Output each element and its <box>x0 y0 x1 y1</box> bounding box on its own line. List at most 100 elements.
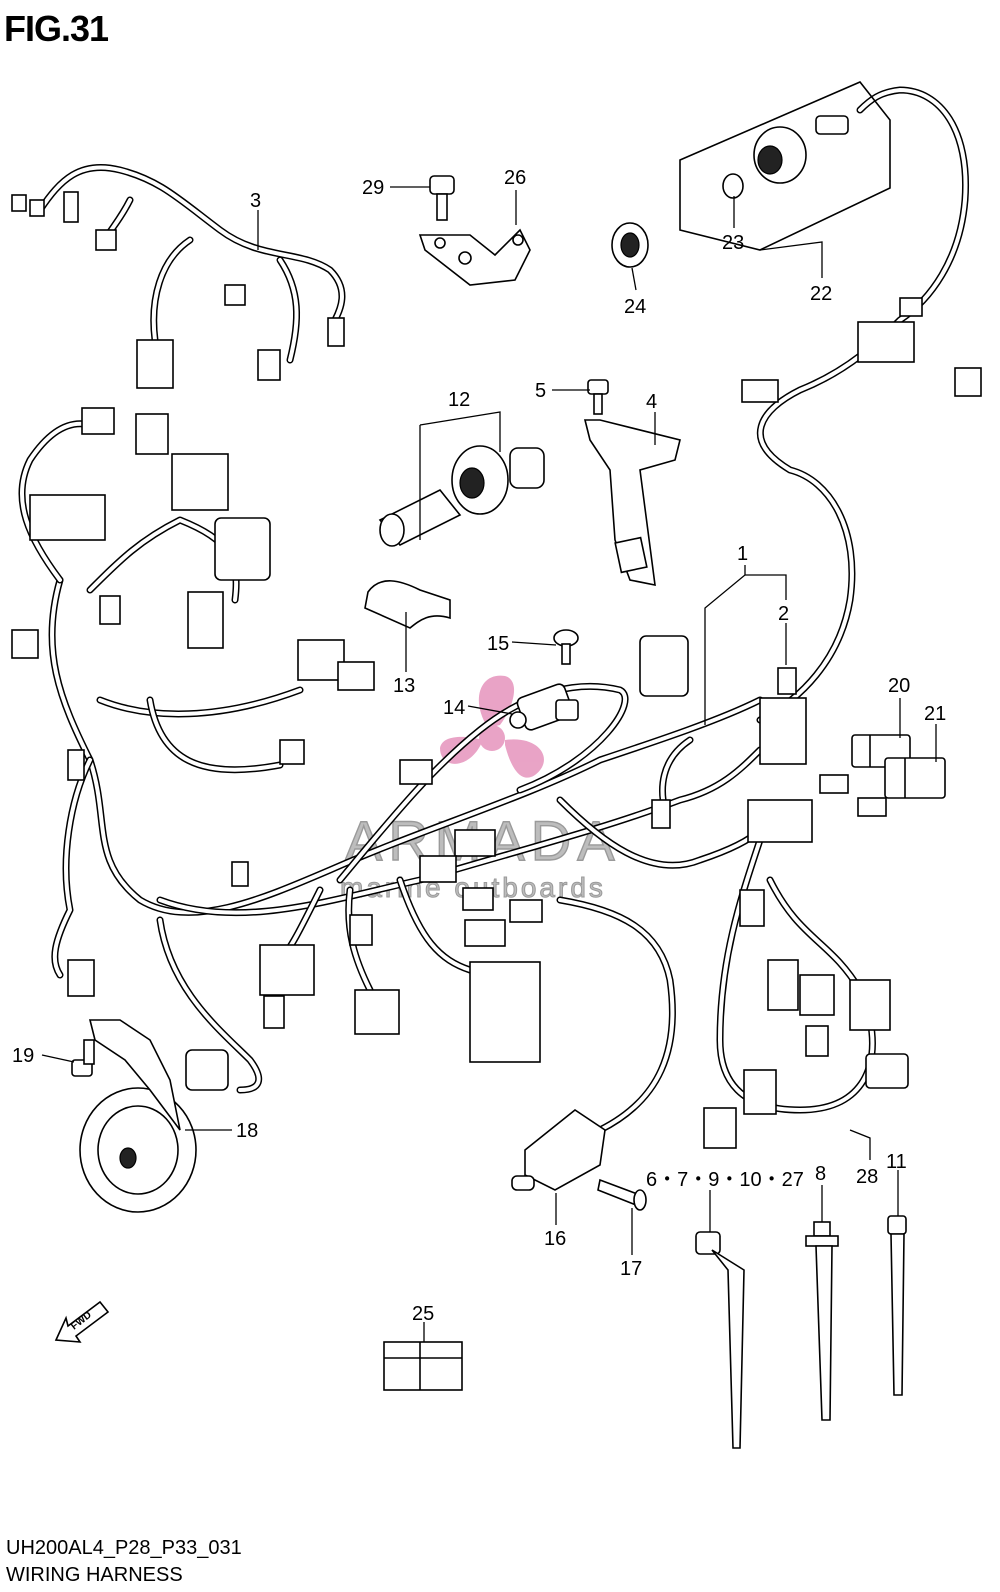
connector <box>99 595 121 625</box>
screw-17 <box>597 1178 647 1211</box>
leader-lines <box>41 186 937 1342</box>
sub-harness-3 <box>36 163 346 364</box>
bracket-26 <box>418 228 531 286</box>
callout-19: 19 <box>12 1045 34 1067</box>
connector <box>135 413 169 455</box>
callout-12: 12 <box>448 389 470 411</box>
connector <box>136 339 174 389</box>
callout-25: 25 <box>412 1303 434 1325</box>
connector <box>263 995 285 1029</box>
connector <box>743 1069 777 1115</box>
callout-28: 28 <box>856 1166 878 1188</box>
connector <box>327 317 345 347</box>
callout-20: 20 <box>888 675 910 697</box>
connector <box>11 194 27 212</box>
connector-group <box>857 321 915 363</box>
connector <box>185 1049 229 1091</box>
callout-22: 22 <box>810 283 832 305</box>
callout-16: 16 <box>544 1228 566 1250</box>
connector <box>899 297 923 317</box>
cable-tie-6 <box>695 1231 745 1449</box>
connector <box>767 959 799 1011</box>
connector <box>454 829 496 857</box>
connector-20-socket <box>639 635 689 697</box>
connector-block <box>29 494 106 541</box>
figure-title: FIG.31 <box>4 8 109 49</box>
connector <box>739 889 765 927</box>
connector <box>337 661 375 691</box>
connector <box>819 774 849 794</box>
callout-labels: 1 2 3 4 5 6・7・9・10・27 8 11 12 13 14 15 1… <box>12 167 946 1325</box>
connector <box>224 284 246 306</box>
connector <box>231 861 249 887</box>
connector-group <box>259 944 315 996</box>
callout-8: 8 <box>815 1163 826 1185</box>
figure-code: UH200AL4_P28_P33_031 <box>6 1537 242 1559</box>
callout-4: 4 <box>646 391 657 413</box>
connector <box>462 887 494 911</box>
connector <box>857 797 887 817</box>
pad-13 <box>364 580 451 629</box>
cable-tie-11 <box>887 1215 907 1396</box>
connector <box>651 799 671 829</box>
fwd-arrow-icon: FWD <box>54 1300 110 1343</box>
connector <box>464 919 506 947</box>
connector <box>799 974 835 1016</box>
connector-block <box>747 799 813 843</box>
connector <box>297 639 345 681</box>
bulb-23 <box>722 173 744 199</box>
callout-5: 5 <box>535 380 546 402</box>
callout-26: 26 <box>504 167 526 189</box>
connectors <box>11 191 982 1149</box>
connector <box>214 517 271 581</box>
connector <box>29 199 45 217</box>
connector <box>279 739 305 765</box>
connector <box>63 191 79 223</box>
callout-17: 17 <box>620 1258 642 1280</box>
callout-6: 6・7・9・10・27 <box>646 1169 804 1191</box>
connector <box>399 759 433 785</box>
figure-name: WIRING HARNESS <box>6 1564 183 1586</box>
connector <box>849 979 891 1031</box>
screw-5 <box>587 379 609 415</box>
callout-23: 23 <box>722 232 744 254</box>
connector <box>171 453 229 511</box>
callout-13: 13 <box>393 675 415 697</box>
connector <box>81 407 115 435</box>
fuse <box>777 667 797 695</box>
connector <box>349 914 373 946</box>
connector <box>95 229 117 251</box>
connector <box>741 379 779 403</box>
callout-11: 11 <box>886 1151 907 1173</box>
connector <box>187 591 224 649</box>
connector <box>67 959 95 997</box>
connector <box>257 349 281 381</box>
switch-14 <box>509 683 579 731</box>
connector <box>67 749 85 781</box>
fuse-holder <box>759 697 807 765</box>
switch-16 <box>511 1109 606 1191</box>
callout-1: 1 <box>737 543 748 565</box>
horn-18 <box>79 1019 197 1213</box>
connector-group <box>354 989 400 1035</box>
screw-15 <box>553 629 579 665</box>
connector <box>419 855 457 883</box>
bolt-19 <box>71 1039 95 1077</box>
connector <box>865 1053 909 1089</box>
callout-29: 29 <box>362 177 384 199</box>
connector <box>954 367 982 397</box>
connector <box>11 629 39 659</box>
connector <box>509 899 543 923</box>
callout-14: 14 <box>443 697 465 719</box>
socket-assembly-22 <box>611 81 891 268</box>
callout-18: 18 <box>236 1120 258 1142</box>
callout-2: 2 <box>778 603 789 625</box>
callout-24: 24 <box>624 296 646 318</box>
accessory-socket-12 <box>378 445 545 547</box>
callout-3: 3 <box>250 190 261 212</box>
cable-tie-8 <box>805 1221 839 1421</box>
callout-21: 21 <box>924 703 946 725</box>
connector <box>703 1107 737 1149</box>
bolt-29 <box>429 175 455 221</box>
